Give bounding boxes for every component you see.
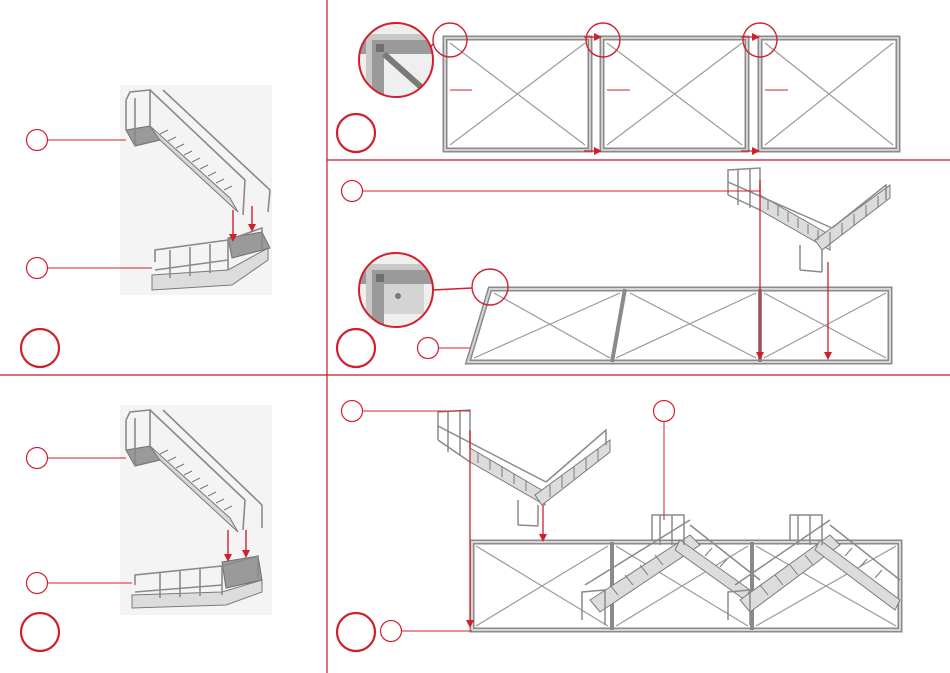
stair-module-2: [438, 410, 610, 526]
frame-2: [602, 38, 747, 150]
panel-2: [337, 23, 898, 152]
step-marker-2: [337, 114, 375, 152]
long-frame: [468, 289, 890, 362]
step-marker-5: [337, 613, 375, 651]
installed-stairs: [582, 515, 900, 625]
panel-3: [337, 168, 890, 367]
stair-module: [728, 168, 890, 272]
callout-5c: [381, 621, 473, 642]
corner-magnifier-1: [359, 23, 440, 100]
callout-3b: [418, 338, 471, 359]
join-arrows: [584, 37, 758, 151]
callout-1a: [27, 130, 127, 151]
frame-1: [445, 38, 590, 150]
callout-5a: [342, 401, 471, 422]
panel-5: [337, 401, 900, 652]
corner-magnifier-2: [359, 253, 440, 330]
callout-5b: [654, 401, 675, 521]
callout-4b: [27, 573, 133, 594]
step-marker-1: [21, 329, 59, 367]
step-marker-3: [337, 329, 375, 367]
callout-4a: [27, 448, 127, 469]
frame-3: [760, 38, 898, 150]
step-marker-4: [21, 613, 59, 651]
callout-3a: [342, 181, 761, 202]
panel-4: [21, 405, 272, 651]
panel-1: [21, 85, 272, 367]
